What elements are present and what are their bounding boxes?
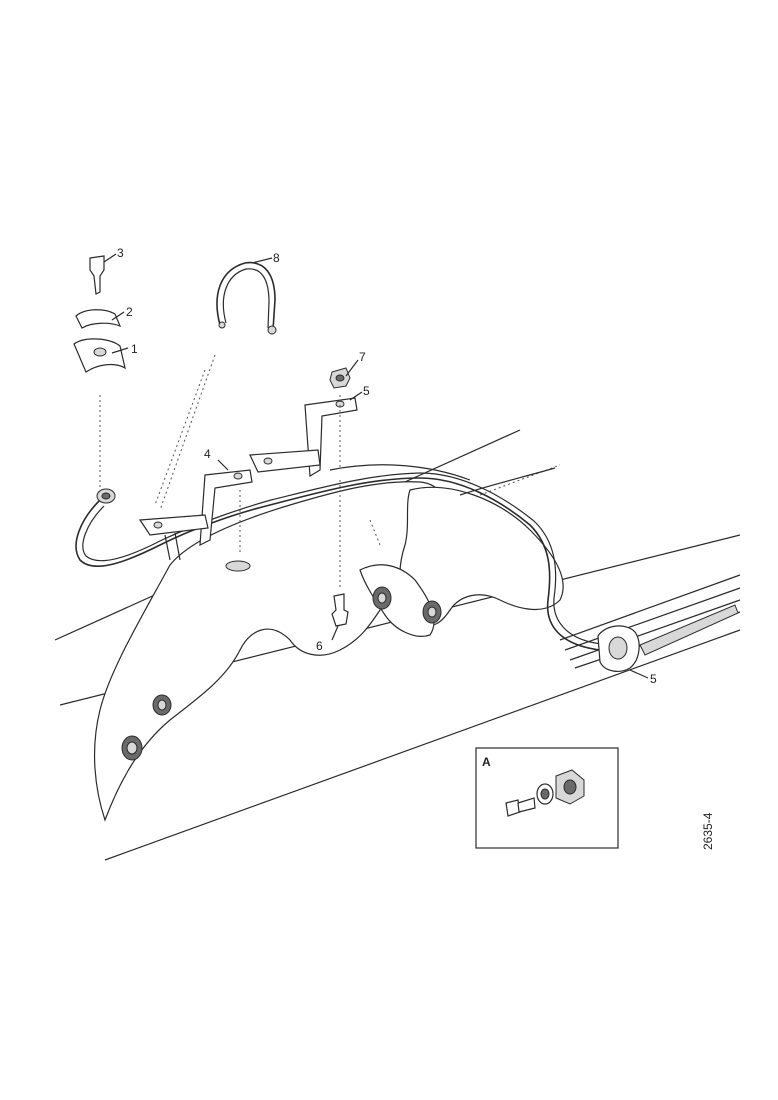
- cable-connector: [96, 488, 116, 504]
- bracket-5: [249, 397, 358, 478]
- detail-bolt-shank: [517, 797, 536, 813]
- callout-2: 2: [126, 305, 133, 319]
- sensor-cable: [75, 464, 603, 651]
- callout-leaders: [103, 253, 649, 679]
- nut-7: [329, 367, 351, 389]
- bracket-4: [138, 469, 253, 561]
- sensor-plug: [597, 625, 640, 672]
- detail-view-label: A: [482, 755, 491, 769]
- callout-5-bottom: 5: [650, 672, 657, 686]
- u-clamp-8: [216, 261, 277, 335]
- detail-view-a: A: [475, 747, 619, 849]
- bolt-6: [331, 593, 349, 627]
- callout-8: 8: [273, 251, 280, 265]
- callout-6: 6: [316, 639, 323, 653]
- spring-hanger: [93, 481, 564, 822]
- callout-1: 1: [131, 342, 138, 356]
- callout-4: 4: [204, 447, 211, 461]
- leaf-spring: [559, 574, 741, 669]
- clip-assembly: [73, 255, 126, 373]
- assembly-guide-lines: [99, 354, 381, 590]
- drawing-number: 2635-4: [701, 812, 715, 850]
- callout-5-top: 5: [363, 384, 370, 398]
- callout-labels: 3 2 1 8 4 7 5 6 5: [117, 246, 657, 686]
- callout-3: 3: [117, 246, 124, 260]
- callout-7: 7: [359, 350, 366, 364]
